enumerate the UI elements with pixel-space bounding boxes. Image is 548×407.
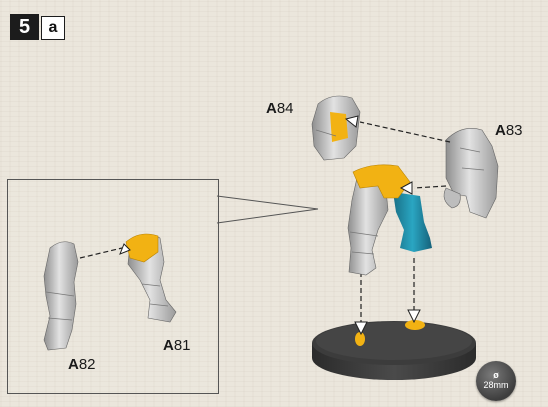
diameter-symbol: ø [476, 370, 516, 380]
inset-callout-lines [217, 196, 318, 223]
base-size-text: 28mm [483, 380, 508, 390]
inset-guide-line [80, 248, 122, 258]
part-a83-back [444, 128, 498, 218]
glue-spot-right [405, 320, 425, 330]
part-a82-leg [44, 242, 78, 350]
label-a81: A81 [163, 337, 191, 354]
label-a83: A83 [495, 122, 523, 139]
part-a81-leg [126, 234, 176, 322]
part-a84-torso [312, 96, 360, 160]
base-size-badge: ø 28mm [476, 361, 516, 401]
glue-spot-left [355, 332, 365, 346]
label-a84: A84 [266, 100, 294, 117]
round-base [312, 320, 476, 380]
label-a82: A82 [68, 356, 96, 373]
main-legs-assembly [348, 165, 432, 275]
